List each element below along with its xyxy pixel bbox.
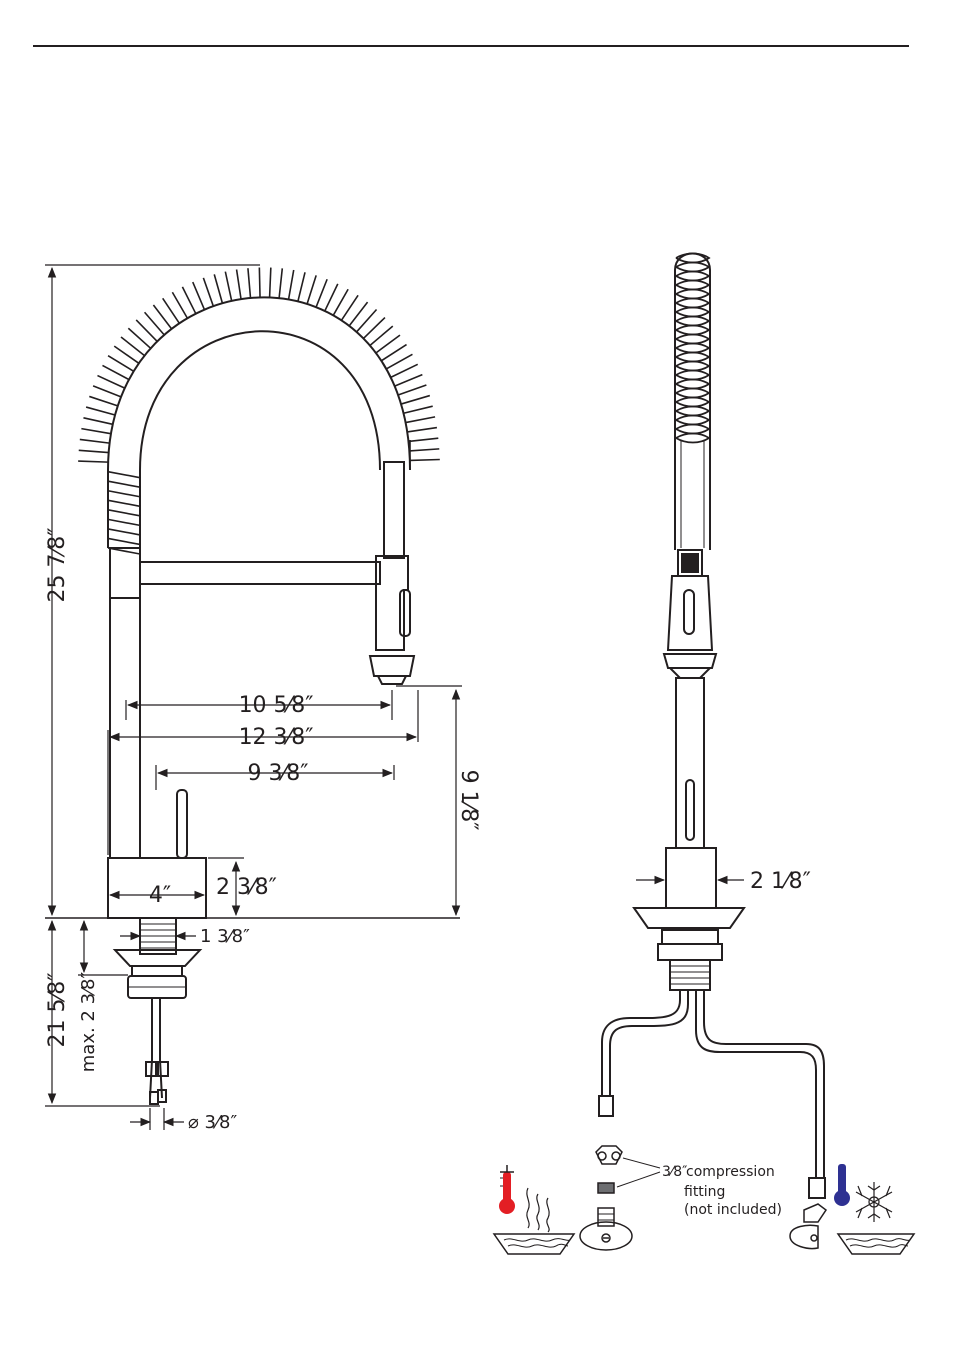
spout-arm (140, 562, 380, 584)
dim-reach-center: 9 3⁄8″ (248, 761, 309, 786)
faucet-side-view (599, 254, 825, 1199)
spring-coil (78, 267, 440, 554)
dim-side-width: 2 1⁄8″ (750, 869, 811, 894)
thermometer-cold-icon (834, 1164, 850, 1206)
hot-water-basin (494, 1234, 574, 1254)
thermometer-hot-icon (499, 1165, 515, 1214)
steam-icon (527, 1188, 549, 1232)
fitting-size-label: 3⁄8″ (662, 1164, 687, 1180)
faucet-column (110, 548, 140, 858)
dim-spout-clearance: 9 1⁄8″ (456, 770, 481, 831)
side-spray-ring (664, 654, 716, 668)
snowflake-icon (856, 1182, 892, 1222)
fitting-label-1: compression (686, 1164, 775, 1180)
dim-supply-diameter: ⌀ 3⁄8″ (188, 1112, 237, 1133)
fitting-label-3: (not included) (684, 1202, 782, 1218)
dim-base-width: 4″ (149, 883, 171, 908)
dim-shank-diameter: 1 3⁄8″ (200, 926, 250, 947)
dim-reach-total: 12 3⁄8″ (239, 725, 314, 750)
fitting-label-2: fitting (684, 1184, 725, 1200)
side-base (666, 848, 716, 908)
dim-base-height: 2 3⁄8″ (216, 875, 277, 900)
lever-handle (177, 790, 187, 858)
dim-under-deck: 21 5⁄8″ (45, 973, 70, 1048)
dim-total-height: 25 7⁄8″ (45, 528, 70, 603)
dim-reach-outer: 10 5⁄8″ (239, 693, 314, 718)
cold-water-basin (838, 1234, 914, 1254)
dim-max-deck: max. 2 3⁄8″ (78, 971, 99, 1072)
